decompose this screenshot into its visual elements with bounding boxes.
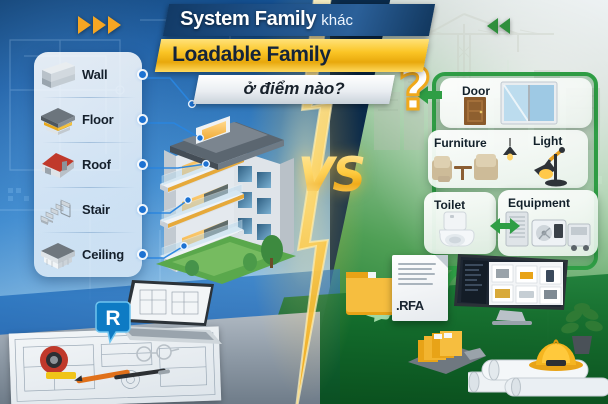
title-line2: Loadable Family bbox=[172, 43, 331, 66]
list-item-ceiling[interactable]: Ceiling bbox=[34, 232, 146, 277]
door-icon bbox=[464, 97, 486, 125]
file-lines bbox=[398, 263, 440, 288]
list-item-wall[interactable]: Wall bbox=[34, 52, 146, 97]
monitor-family-library[interactable] bbox=[452, 252, 570, 330]
title-line1-main: System Family bbox=[180, 8, 317, 30]
list-item-floor[interactable]: Floor bbox=[34, 97, 146, 142]
title-line1-sub: khác bbox=[321, 12, 353, 29]
orange-arrow-icon bbox=[78, 16, 91, 34]
desk-tools bbox=[40, 344, 180, 384]
svg-text:R: R bbox=[105, 307, 120, 330]
connector-node bbox=[139, 71, 146, 78]
sofa-icon bbox=[432, 154, 498, 182]
orange-arrows-group bbox=[78, 16, 121, 34]
list-item-label: Ceiling bbox=[82, 247, 124, 262]
tape-measure-icon bbox=[40, 346, 76, 379]
green-arrow-double-icon bbox=[490, 218, 520, 234]
file-crate-icon bbox=[408, 331, 486, 374]
orange-arrow-icon bbox=[93, 16, 106, 34]
connector-node bbox=[139, 206, 146, 213]
list-item-stair[interactable]: Stair bbox=[34, 187, 146, 232]
title-band-white: ở điểm nào? bbox=[193, 75, 395, 104]
toilet-icon bbox=[438, 211, 475, 247]
card-label-light: Light bbox=[533, 134, 563, 148]
card-label-equipment: Equipment bbox=[508, 196, 570, 210]
laptop-icon[interactable] bbox=[118, 278, 226, 350]
stair-icon bbox=[40, 199, 71, 225]
green-arrows-group bbox=[487, 18, 510, 34]
system-family-panel: Wall Floor bbox=[34, 52, 146, 277]
list-item-label: Roof bbox=[82, 157, 111, 172]
pen-icon bbox=[114, 368, 170, 380]
list-item-roof[interactable]: Roof bbox=[34, 142, 146, 187]
wall-icon bbox=[42, 61, 75, 88]
hard-hat-icon bbox=[529, 339, 583, 371]
connector-node bbox=[139, 161, 146, 168]
card-label-toilet: Toilet bbox=[434, 198, 466, 212]
glasses-icon bbox=[136, 344, 180, 362]
connector-node bbox=[139, 251, 146, 258]
card-label-furniture: Furniture bbox=[434, 136, 487, 150]
list-item-label: Stair bbox=[82, 202, 110, 217]
blueprint-rolls bbox=[468, 359, 608, 397]
list-item-label: Wall bbox=[82, 67, 108, 82]
card-label-door: Door bbox=[462, 84, 490, 98]
connector-lines bbox=[136, 77, 211, 259]
orange-arrow-icon bbox=[108, 16, 121, 34]
desk-lamp-icon bbox=[534, 147, 567, 187]
rfa-file-icon[interactable]: .RFA bbox=[392, 255, 448, 321]
connector-node bbox=[139, 116, 146, 123]
green-arrow-icon bbox=[499, 18, 510, 34]
list-item-label: Floor bbox=[82, 112, 114, 127]
floor-icon bbox=[41, 107, 75, 135]
title-line3: ở điểm nào? bbox=[243, 79, 345, 98]
green-arrow-icon bbox=[487, 18, 498, 34]
ceiling-icon bbox=[41, 242, 75, 269]
pendant-lamp-icon bbox=[503, 138, 517, 161]
vs-label: VS bbox=[294, 148, 368, 206]
roof-icon bbox=[42, 152, 74, 178]
file-extension-label: .RFA bbox=[396, 298, 424, 313]
pencil-icon bbox=[74, 369, 130, 384]
potted-plant-icon bbox=[561, 303, 603, 354]
revit-logo-icon: R bbox=[95, 301, 131, 344]
title-band-gold: Loadable Family bbox=[154, 39, 430, 72]
window-icon bbox=[500, 81, 558, 125]
green-arrow-left-icon bbox=[416, 86, 442, 104]
